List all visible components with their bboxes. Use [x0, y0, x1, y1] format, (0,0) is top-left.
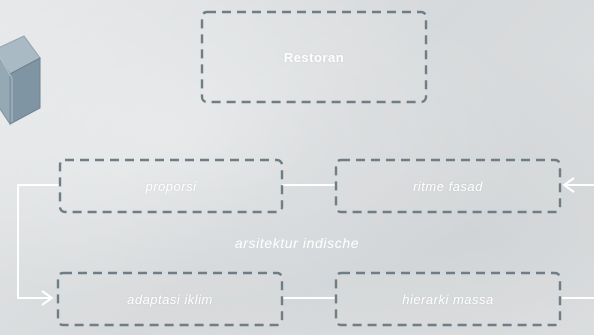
node-label: ritme fasad	[413, 178, 483, 194]
dashed-frame	[334, 271, 562, 327]
node-ritme-fasad: ritme fasad	[334, 158, 562, 214]
center-label: arsitektur indische	[234, 235, 360, 251]
dashed-frame	[200, 10, 428, 104]
cube-icon	[0, 35, 41, 126]
node-adaptasi-iklim: adaptasi iklim	[56, 271, 284, 327]
node-restoran: Restoran	[200, 10, 428, 104]
node-label: proporsi	[145, 178, 197, 194]
connector-left-bracket	[17, 184, 60, 299]
node-label: hierarki massa	[402, 291, 494, 307]
node-label: adaptasi iklim	[127, 291, 213, 307]
dashed-frame	[56, 271, 284, 327]
dashed-frame	[58, 158, 284, 214]
arrow-right-icon	[41, 290, 54, 306]
node-hierarki-massa: hierarki massa	[334, 271, 562, 327]
dashed-frame	[334, 158, 562, 214]
node-label: Restoran	[283, 49, 345, 65]
node-proporsi: proporsi	[58, 158, 284, 214]
arrow-left-icon	[562, 177, 575, 193]
